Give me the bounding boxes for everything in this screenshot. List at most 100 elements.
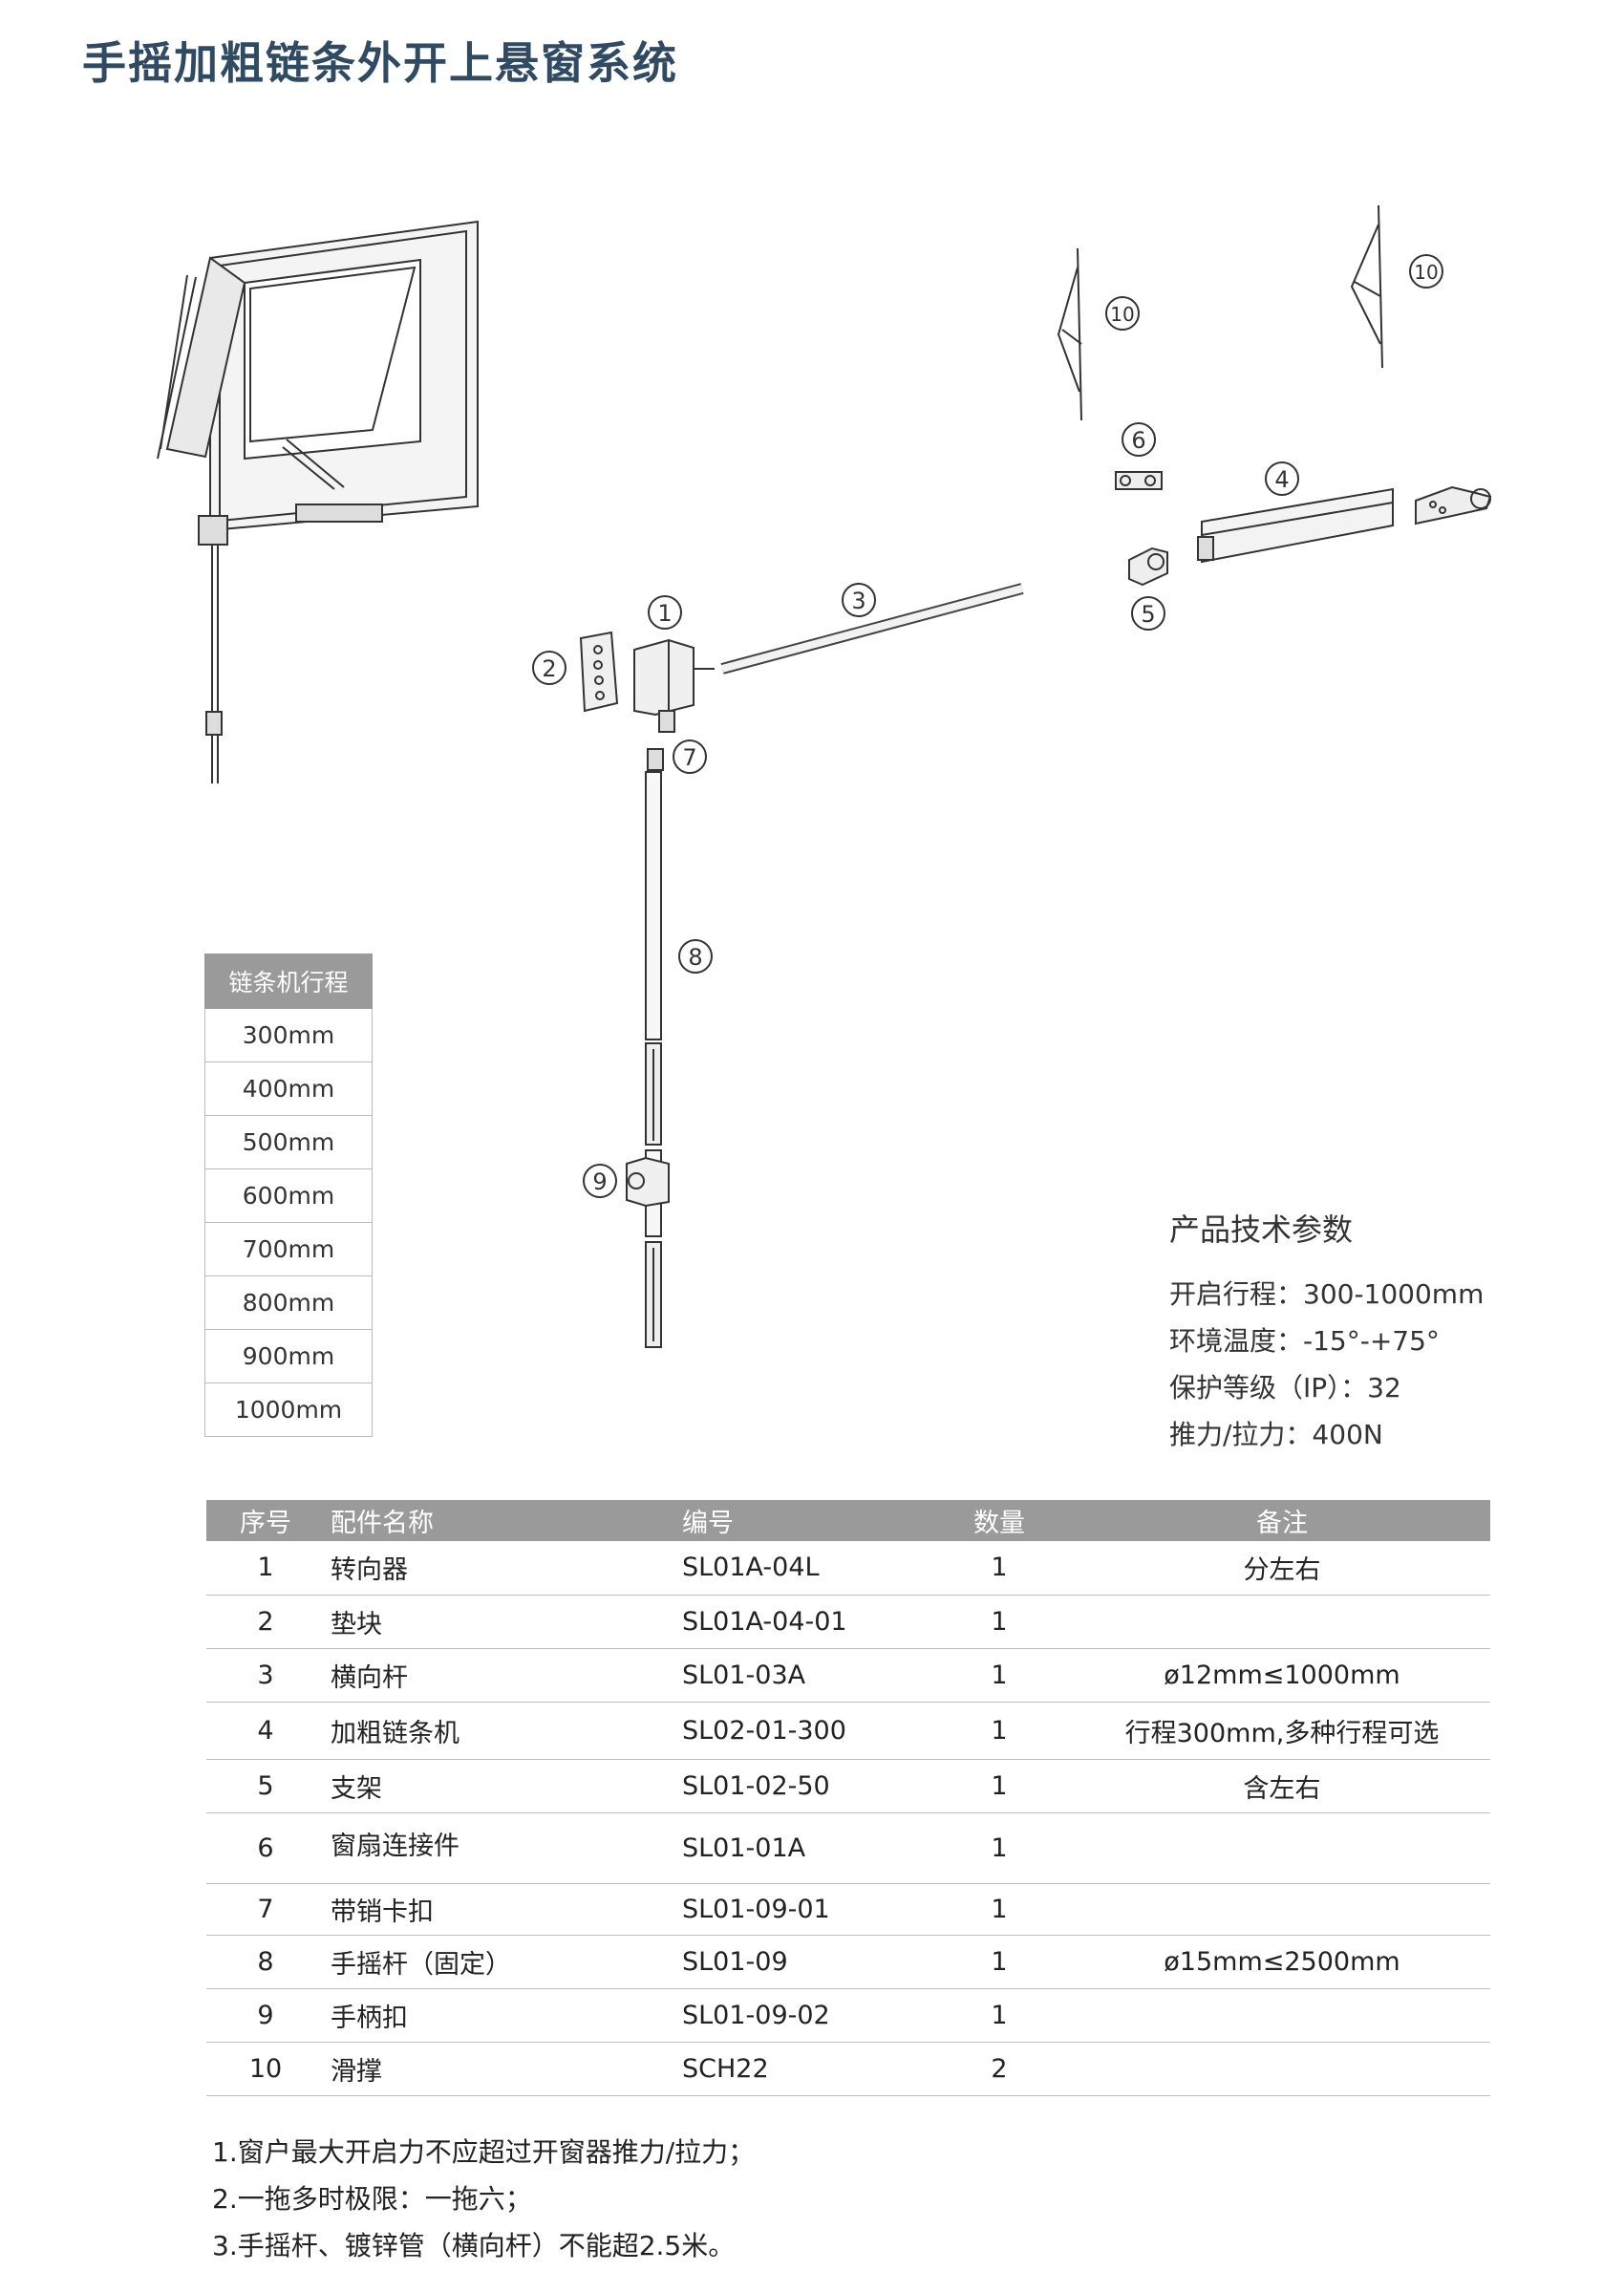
- part-8-crank-rod: [645, 771, 662, 1348]
- part-qty: 1: [925, 1648, 1074, 1703]
- part-note: [1074, 1595, 1490, 1649]
- stroke-table-header: 链条机行程: [204, 954, 373, 1009]
- part-name: 加粗链条机: [325, 1702, 680, 1760]
- part-code: SL01-01A: [680, 1812, 925, 1884]
- stroke-row: 400mm: [204, 1061, 373, 1116]
- stroke-value: 800mm: [204, 1275, 373, 1330]
- part-qty: 1: [925, 1595, 1074, 1649]
- part-code: SL01A-04L: [680, 1541, 925, 1596]
- part-no: 5: [206, 1759, 325, 1813]
- callout-9: 9: [583, 1164, 617, 1198]
- callout-7: 7: [673, 739, 707, 774]
- note-line: 1.窗户最大开启力不应超过开窗器推力/拉力；: [212, 2136, 756, 2168]
- part-code: SL01-09-01: [680, 1883, 925, 1936]
- svg-text:1: 1: [657, 600, 672, 627]
- stroke-row: 1000mm: [204, 1382, 373, 1437]
- spec-line: 环境温度：-15°-+75°: [1169, 1325, 1440, 1357]
- callouts-layer: 1 2 3 4 5 6 7 8 9 10 10: [532, 254, 1443, 1198]
- part-note: 行程300mm,多种行程可选: [1074, 1702, 1490, 1760]
- part-no: 4: [206, 1702, 325, 1760]
- callout-10-right: 10: [1409, 254, 1443, 289]
- stroke-row: 600mm: [204, 1168, 373, 1223]
- spec-line: 推力/拉力：400N: [1169, 1419, 1383, 1450]
- stroke-value: 500mm: [204, 1115, 373, 1169]
- part-name: 手摇杆（固定）: [325, 1935, 680, 1989]
- part-note: [1074, 1812, 1490, 1884]
- part-name: 窗扇连接件: [325, 1812, 680, 1884]
- spec-line: 保护等级（IP）：32: [1169, 1372, 1401, 1404]
- exploded-drawing: [157, 204, 1492, 1348]
- part-note: ø15mm≤2500mm: [1074, 1935, 1490, 1989]
- part-no: 1: [206, 1541, 325, 1596]
- page-title: 手摇加粗链条外开上悬窗系统: [82, 37, 678, 89]
- callout-2: 2: [532, 651, 566, 685]
- window-illustration: [157, 220, 479, 783]
- part-code: SL01-09-02: [680, 1988, 925, 2043]
- header-no: 序号: [206, 1500, 325, 1541]
- header-name: 配件名称: [325, 1500, 680, 1541]
- stroke-row: 700mm: [204, 1222, 373, 1276]
- stroke-value: 400mm: [204, 1061, 373, 1116]
- part-name: 垫块: [325, 1595, 680, 1649]
- svg-text:4: 4: [1274, 466, 1289, 493]
- callout-5: 5: [1131, 596, 1165, 631]
- part-name: 手柄扣: [325, 1988, 680, 2043]
- part-no: 10: [206, 2042, 325, 2096]
- stroke-value: 600mm: [204, 1168, 373, 1223]
- part-9-handle-clip: [626, 1156, 670, 1208]
- part-no: 6: [206, 1812, 325, 1884]
- stroke-row: 900mm: [204, 1329, 373, 1383]
- header-code: 编号: [680, 1500, 925, 1541]
- part-1-gearbox: [633, 638, 715, 733]
- callout-6: 6: [1122, 422, 1156, 457]
- stroke-row: 800mm: [204, 1275, 373, 1330]
- part-qty: 2: [925, 2042, 1074, 2096]
- part-10-friction-stay: [1057, 204, 1383, 421]
- callout-1: 1: [648, 595, 682, 630]
- part-qty: 1: [925, 1541, 1074, 1596]
- stroke-value: 700mm: [204, 1222, 373, 1276]
- callout-8: 8: [678, 939, 713, 974]
- part-note: [1074, 2042, 1490, 2096]
- part-no: 3: [206, 1648, 325, 1703]
- stroke-row: 300mm: [204, 1008, 373, 1062]
- parts-table-header: 序号 配件名称 编号 数量 备注: [206, 1500, 1490, 1541]
- svg-text:9: 9: [592, 1168, 607, 1195]
- part-note: [1074, 1883, 1490, 1936]
- part-note: 分左右: [1074, 1541, 1490, 1596]
- svg-text:7: 7: [682, 744, 696, 771]
- part-5-bracket: [1128, 546, 1168, 587]
- callout-4: 4: [1265, 461, 1299, 496]
- part-qty: 1: [925, 1935, 1074, 1989]
- specs-block: 产品技术参数 开启行程：300-1000mm 环境温度：-15°-+75° 保护…: [1169, 1206, 1484, 1458]
- part-note: [1074, 1988, 1490, 2043]
- svg-text:10: 10: [1110, 303, 1134, 326]
- part-2-spacer: [579, 631, 619, 713]
- header-note: 备注: [1074, 1500, 1490, 1541]
- part-6-sash-connector: [1115, 471, 1163, 490]
- spec-line: 开启行程：300-1000mm: [1169, 1278, 1485, 1310]
- stroke-value: 1000mm: [204, 1382, 373, 1437]
- part-code: SL01-09: [680, 1935, 925, 1989]
- part-name: 横向杆: [325, 1648, 680, 1703]
- part-qty: 1: [925, 1988, 1074, 2043]
- part-code: SCH22: [680, 2042, 925, 2096]
- part-code: SL01-02-50: [680, 1759, 925, 1813]
- svg-text:5: 5: [1141, 601, 1155, 628]
- part-qty: 1: [925, 1702, 1074, 1760]
- part-name: 支架: [325, 1759, 680, 1813]
- svg-text:10: 10: [1414, 261, 1438, 284]
- part-no: 9: [206, 1988, 325, 2043]
- part-note: 含左右: [1074, 1759, 1490, 1813]
